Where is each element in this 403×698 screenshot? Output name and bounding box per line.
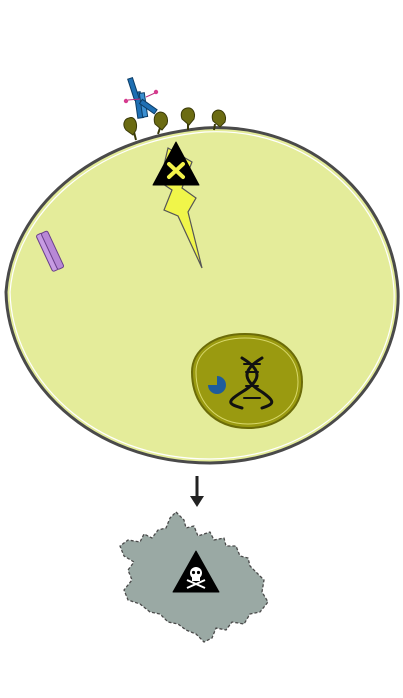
cell-cytoplasm	[6, 128, 398, 463]
antibody-icon	[124, 78, 158, 119]
nucleus	[192, 334, 302, 428]
receptor-icon	[154, 112, 167, 134]
receptor-icon	[181, 108, 194, 130]
receptor-icon	[124, 118, 137, 140]
cell	[6, 128, 398, 463]
down-arrow-icon	[190, 476, 204, 507]
